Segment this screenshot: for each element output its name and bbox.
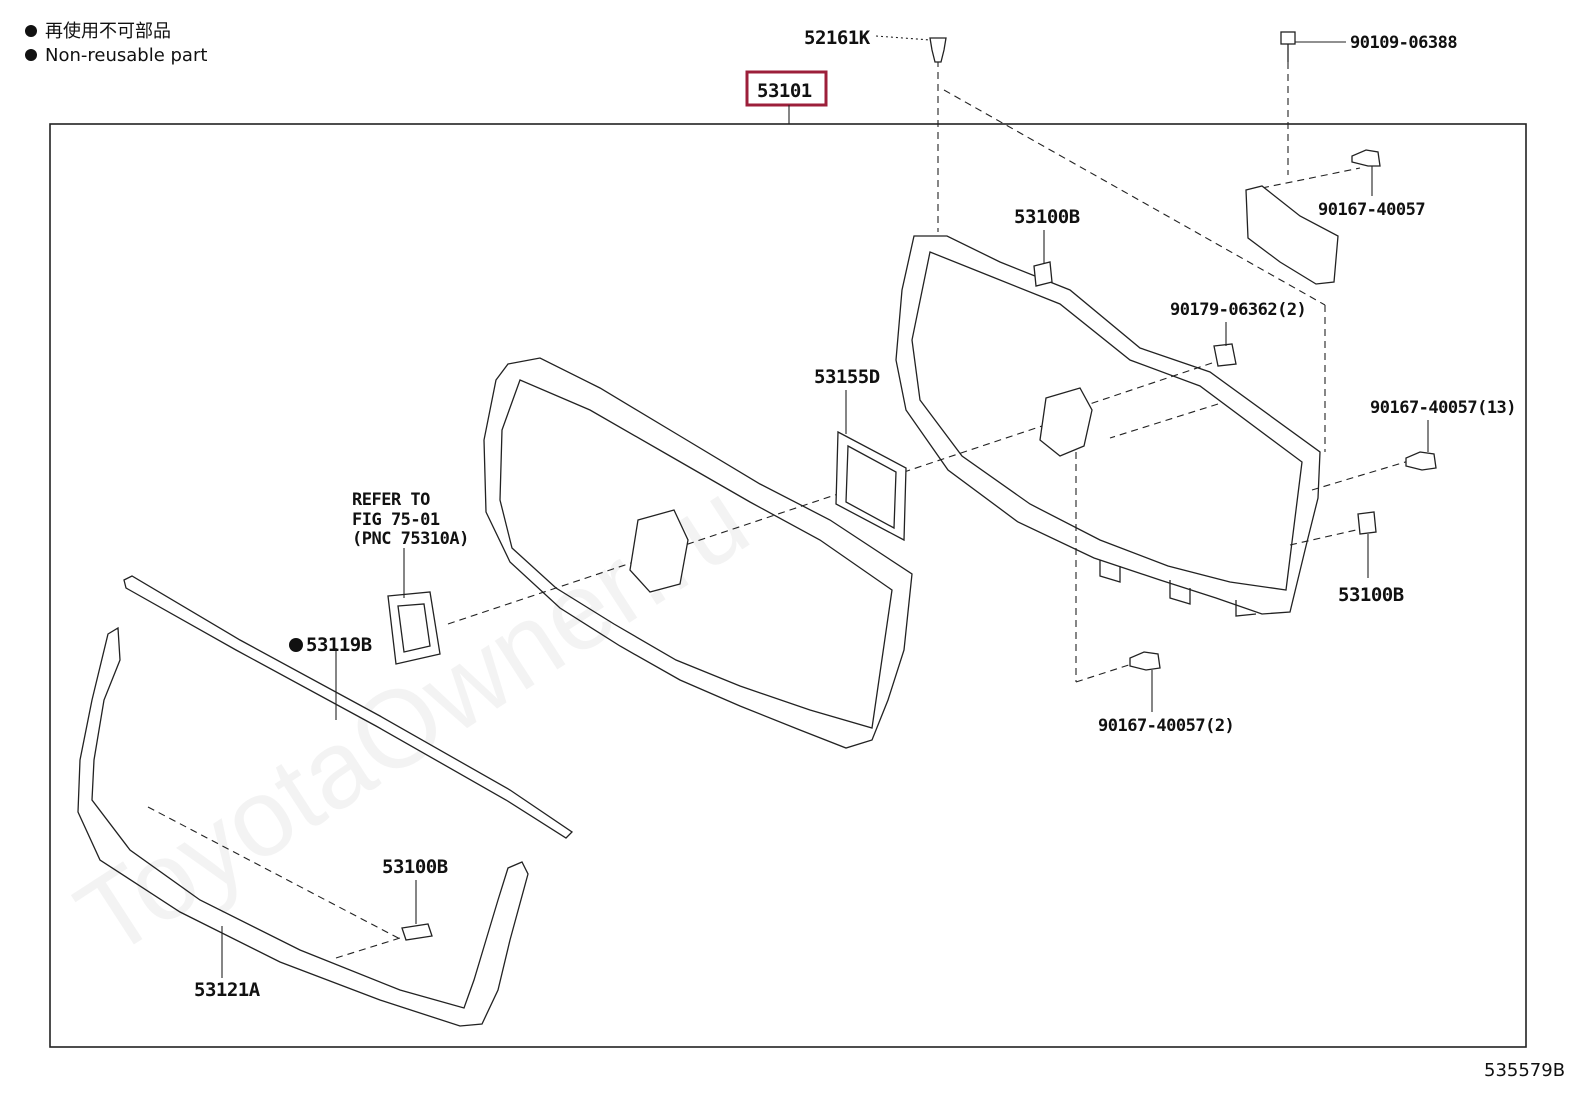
label-53100B-top[interactable]: 53100B — [1014, 206, 1080, 228]
label-52161K[interactable]: 52161K — [804, 27, 871, 49]
legend-bullet-icon — [25, 49, 37, 61]
non-reusable-bullet-icon — [289, 638, 303, 652]
label-53100B-bottom[interactable]: 53100B — [382, 856, 448, 878]
dash-line — [1109, 403, 1219, 439]
label-90109-06388[interactable]: 90109-06388 — [1350, 33, 1458, 53]
dash-line — [1311, 459, 1413, 491]
bar-grille-inner — [499, 379, 893, 729]
main-assembly-label[interactable]: 53101 — [757, 80, 812, 102]
emblem-bracket-inner — [845, 444, 897, 530]
clip-52161K — [875, 35, 947, 63]
upper-molding-53119B — [123, 575, 574, 839]
screw-90167-13 — [1405, 420, 1437, 471]
label-90167-40057-13[interactable]: 90167-40057(13) — [1370, 398, 1517, 418]
screw-icon — [1351, 149, 1381, 167]
clip-shape — [1033, 261, 1053, 287]
dash-line — [1261, 167, 1361, 189]
bar-grille-emblem-opening — [629, 509, 689, 593]
lower-surround-53121A — [77, 626, 529, 1027]
dash-line — [1289, 529, 1357, 546]
bolt-head-icon — [1280, 31, 1296, 45]
front-emblem — [387, 548, 441, 665]
figure-id: 535579B — [1484, 1060, 1565, 1081]
label-53155D[interactable]: 53155D — [814, 366, 880, 388]
dash-line — [1075, 661, 1139, 683]
legend-text-japanese: 再使用不可部品 — [45, 21, 171, 42]
screw-90167-2 — [1129, 651, 1161, 712]
label-53121A[interactable]: 53121A — [194, 979, 261, 1001]
refer-line-3[interactable]: (PNC 75310A) — [352, 529, 469, 549]
upper-bracket — [1245, 185, 1339, 285]
label-90179-06362[interactable]: 90179-06362(2) — [1170, 300, 1307, 320]
emblem-bracket-53155D — [835, 390, 907, 542]
refer-line-2: FIG 75-01 — [352, 510, 440, 530]
nut-90179 — [1213, 322, 1237, 367]
clip-53100B-right — [1357, 511, 1377, 578]
refer-line-1: REFER TO — [352, 490, 430, 510]
dash-line — [943, 89, 1326, 306]
dash-line — [447, 419, 1061, 625]
label-90167-40057-2[interactable]: 90167-40057(2) — [1098, 716, 1235, 736]
label-53119B[interactable]: 53119B — [306, 634, 372, 656]
front-emblem-inner — [397, 603, 431, 653]
nut-shape — [1213, 343, 1237, 367]
dash-line — [335, 937, 401, 959]
clip-53100B-top — [1033, 230, 1053, 287]
upper-bracket-shape — [1245, 185, 1339, 285]
bolt-90109 — [1280, 31, 1346, 62]
emblem-bracket-shape — [835, 430, 907, 542]
legend: 再使用不可部品 Non-reusable part — [25, 21, 207, 66]
label-53100B-right[interactable]: 53100B — [1338, 584, 1404, 606]
rear-mesh-grille — [895, 235, 1321, 617]
screw-icon — [1405, 451, 1437, 471]
clip-shape — [401, 923, 433, 941]
middle-bar-grille — [483, 357, 913, 749]
screw-icon — [1129, 651, 1161, 671]
assembly-frame — [49, 123, 1527, 1048]
clip-53100B-bottom — [401, 880, 433, 941]
mesh-grille-inner — [911, 251, 1303, 591]
lower-surround-shape — [77, 626, 529, 1027]
label-90167-40057[interactable]: 90167-40057 — [1318, 200, 1426, 220]
main-assembly-callout[interactable]: 53101 — [745, 70, 828, 124]
push-clip-icon — [929, 37, 947, 63]
legend-text-english: Non-reusable part — [45, 45, 207, 66]
mesh-grille-frame — [895, 235, 1321, 615]
mesh-grille-emblem-opening — [1039, 387, 1093, 457]
main-assembly-highlight-box — [745, 70, 828, 107]
bar-grille-frame — [483, 357, 913, 749]
leader-52161K — [875, 35, 931, 41]
relation-lines — [147, 60, 1413, 959]
legend-bullet-icon — [25, 25, 37, 37]
mesh-grille-bottom-tabs — [1099, 560, 1257, 617]
upper-molding-shape — [123, 575, 574, 839]
front-emblem-plate — [387, 591, 441, 665]
clip-shape — [1357, 511, 1377, 535]
screw-90167-a — [1351, 149, 1381, 196]
